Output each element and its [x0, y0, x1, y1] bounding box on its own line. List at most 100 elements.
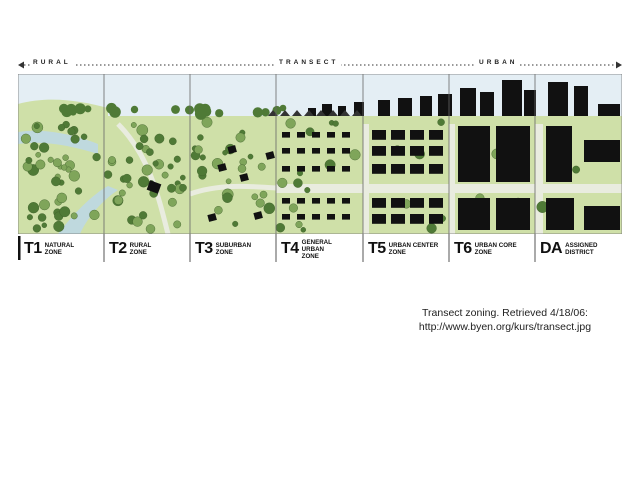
building	[342, 166, 350, 172]
zone-name: RURAL ZONE	[129, 242, 152, 256]
tree	[152, 160, 159, 167]
tree	[185, 105, 194, 115]
zone-code: T6	[454, 240, 472, 257]
building	[327, 132, 335, 138]
tree	[197, 134, 204, 141]
building-silhouette	[438, 94, 452, 116]
tree	[135, 142, 144, 151]
zone-code: T3	[195, 240, 213, 257]
tree	[103, 170, 113, 179]
building-silhouette	[308, 108, 316, 116]
building	[458, 198, 490, 230]
tree	[171, 105, 180, 114]
tree	[67, 127, 76, 136]
tree	[39, 199, 50, 211]
building-silhouette	[398, 98, 412, 116]
building	[546, 198, 574, 230]
building	[227, 145, 237, 154]
road	[363, 124, 369, 234]
building-silhouette	[574, 86, 588, 116]
building	[391, 214, 405, 224]
building	[312, 166, 320, 172]
tree	[173, 220, 182, 229]
tree	[201, 116, 213, 128]
building	[217, 163, 227, 172]
tree	[122, 173, 132, 183]
tree	[293, 178, 303, 188]
tree	[74, 187, 83, 195]
building-silhouette	[548, 82, 568, 116]
building	[410, 198, 424, 208]
building	[282, 132, 290, 138]
building	[391, 164, 405, 174]
zone-label-t6: T6 URBAN CORE ZONE	[454, 234, 525, 264]
building	[496, 198, 530, 230]
building	[410, 146, 424, 156]
building	[584, 206, 620, 230]
zone-label-t4: T4 GENERAL URBAN ZONE	[281, 234, 352, 264]
tree	[173, 155, 181, 163]
tree	[139, 134, 149, 144]
tree	[53, 158, 62, 168]
caption-line-1: Transect zoning. Retrieved 4/18/06:	[422, 307, 588, 319]
tree	[257, 162, 266, 171]
building	[297, 166, 305, 172]
tree	[247, 153, 254, 160]
tree	[35, 159, 46, 170]
zone-dividers	[18, 234, 536, 262]
building	[410, 130, 424, 140]
tree	[132, 216, 143, 227]
building-silhouette	[598, 104, 620, 116]
building	[282, 148, 290, 154]
building	[342, 214, 350, 220]
zone-label-t3: T3 SUBURBAN ZONE	[195, 234, 266, 264]
building	[312, 198, 320, 204]
building	[391, 198, 405, 208]
tree	[222, 149, 228, 156]
zone-label-da: DA ASSIGNED DISTRICT	[540, 234, 615, 264]
tree	[84, 105, 92, 113]
tree	[167, 163, 174, 170]
transect-figure: RURAL TRANSECT URBAN T1 NATURAL ZONE T2 …	[18, 58, 622, 266]
tree	[136, 124, 149, 136]
tree	[33, 123, 40, 130]
tree	[47, 156, 54, 163]
building	[297, 132, 305, 138]
tree	[20, 133, 31, 144]
road	[535, 124, 543, 234]
building-silhouette	[378, 100, 390, 116]
building-silhouette	[524, 90, 536, 116]
zone-label-t5: T5 URBAN CENTER ZONE	[368, 234, 439, 264]
zone-label-t1: T1 NATURAL ZONE	[24, 234, 95, 264]
zone-code: T2	[109, 240, 127, 257]
house-roof	[268, 110, 278, 116]
tree	[65, 103, 77, 115]
building	[391, 146, 405, 156]
tree	[126, 182, 133, 189]
building	[297, 148, 305, 154]
header-transect-label: TRANSECT	[276, 59, 342, 66]
tree	[437, 118, 445, 126]
building	[207, 213, 217, 222]
tree	[222, 192, 233, 203]
zone-name: GENERAL URBAN ZONE	[301, 238, 332, 260]
tree	[130, 122, 137, 128]
figure-caption: Transect zoning. Retrieved 4/18/06: http…	[400, 306, 610, 334]
building	[297, 214, 305, 220]
building	[312, 148, 320, 154]
tree	[225, 178, 232, 185]
zone-name: URBAN CORE ZONE	[474, 242, 517, 256]
building	[429, 164, 443, 174]
building-silhouette	[420, 96, 432, 116]
road	[449, 124, 455, 234]
building	[391, 130, 405, 140]
tree	[275, 222, 285, 233]
zone-code: T4	[281, 240, 299, 257]
tree	[39, 142, 50, 153]
building	[327, 198, 335, 204]
caption-line-2: http://www.byen.org/kurs/transect.jpg	[418, 321, 592, 333]
transect-diagram	[18, 74, 622, 234]
building	[282, 198, 290, 204]
zone-labels: T1 NATURAL ZONE T2 RURAL ZONE T3 SUBURBA…	[18, 234, 622, 266]
tree	[137, 176, 150, 188]
